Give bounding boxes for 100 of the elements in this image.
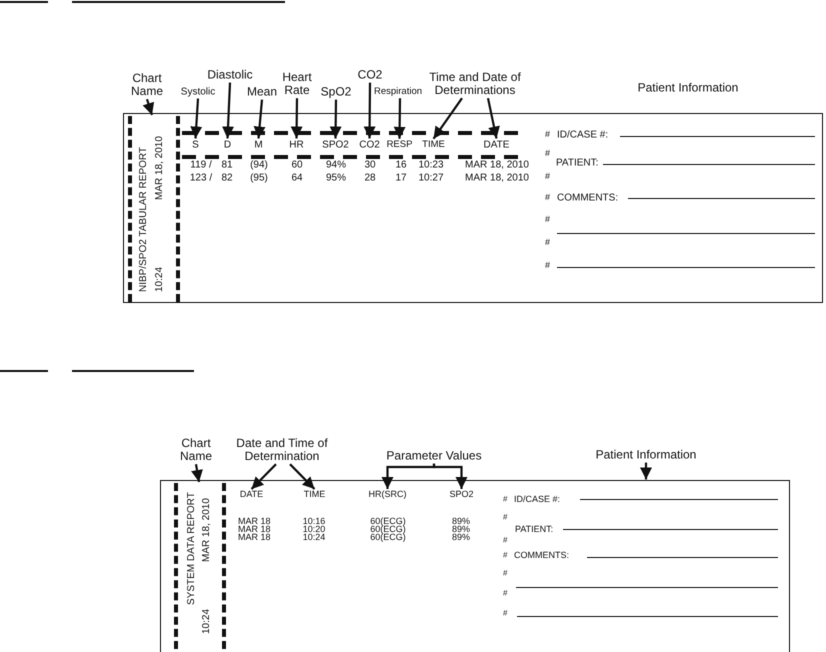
- arrow: [330, 100, 342, 139]
- callout-label: Time and Date of Determinations: [420, 70, 530, 98]
- callout-label: Date and Time of Determination: [217, 436, 347, 464]
- callout-label: Respiration: [374, 86, 422, 98]
- table-cell-text: 10:16: [302, 517, 326, 526]
- table-cell: 123 /: [190, 172, 212, 184]
- field-label: PATIENT:: [515, 525, 554, 535]
- table-cell: MAR 18, 2010: [465, 172, 529, 184]
- arrow: [250, 463, 277, 490]
- arrow: [190, 98, 202, 139]
- hash-mark: #: [545, 130, 550, 140]
- callout-label: Chart Name: [127, 72, 167, 98]
- table-cell: (94): [250, 160, 268, 170]
- arrow: [432, 98, 463, 140]
- arrow: [640, 462, 652, 480]
- field-label: PATIENT:: [556, 158, 598, 168]
- table-cell: MAR 18, 2010: [465, 160, 529, 170]
- column-header: SPO2: [450, 490, 474, 500]
- hash-mark: #: [503, 590, 508, 598]
- table-cell: 60: [291, 160, 303, 170]
- table-cell: 81: [221, 160, 233, 170]
- table-cell: MAR 18: [238, 533, 271, 543]
- table-cell: (95): [250, 172, 268, 184]
- chart-date-time: MAR 18, 2010: [200, 498, 212, 562]
- hash-mark: #: [545, 238, 550, 248]
- chart-date-time: MAR 18, 2010: [154, 136, 164, 200]
- column-header: RESP: [386, 139, 412, 150]
- field-label: ID/CASE #:: [514, 495, 560, 505]
- hash-mark: #: [545, 149, 550, 159]
- table-cell-text: 60(ECG): [370, 525, 406, 534]
- table-cell: 82: [221, 172, 233, 184]
- table-cell-text: 89%: [452, 525, 470, 534]
- arrow: [290, 98, 303, 139]
- arrow: [486, 98, 500, 139]
- callout-label: CO2: [358, 68, 382, 82]
- column-header: HR: [289, 139, 304, 150]
- callout-label: SpO2: [320, 85, 352, 99]
- column-header: D: [224, 139, 232, 150]
- column-header: DATE: [240, 490, 264, 500]
- callout-label: Patient Information: [596, 448, 696, 462]
- chart-name-strip: [174, 482, 226, 648]
- table-cell: 89%: [452, 533, 470, 543]
- arrow: [364, 82, 376, 139]
- field-label: COMMENTS:: [514, 551, 569, 561]
- column-header: SPO2: [322, 139, 349, 150]
- column-header: TIME: [304, 490, 326, 500]
- table-cell-text: 89%: [452, 517, 470, 526]
- callout-label: Systolic: [180, 86, 216, 98]
- hash-mark: #: [545, 261, 550, 271]
- table-cell: 60(ECG): [370, 533, 406, 543]
- table-cell: 10:27: [418, 172, 444, 184]
- arrow: [142, 98, 154, 116]
- arrow: [394, 98, 406, 139]
- hash-mark: #: [503, 570, 508, 578]
- chart-date-time: 10:24: [154, 266, 164, 292]
- table-cell-text: 10:20: [302, 525, 326, 534]
- table-cell-text: MAR 18: [238, 525, 271, 534]
- arrow: [382, 464, 436, 490]
- callout-label: Chart Name: [176, 436, 216, 464]
- chart-name: NIBP/SPO2 TABULAR REPORT: [138, 146, 148, 292]
- table-cell: 10:23: [418, 160, 444, 170]
- table-cell: 28: [364, 172, 376, 184]
- hash-mark: #: [545, 172, 550, 182]
- table-cell: 30: [364, 160, 376, 170]
- field-label: COMMENTS:: [557, 192, 618, 204]
- callout-label: Diastolic: [207, 68, 253, 82]
- table-cell-text: MAR 18: [238, 517, 271, 526]
- hash-mark: #: [545, 193, 550, 203]
- chart-date-time: 10:24: [200, 608, 212, 634]
- column-header: CO2: [359, 139, 380, 150]
- section-label: Patient Information: [638, 81, 738, 95]
- report-panel: [160, 480, 790, 652]
- table-cell: 95%: [326, 172, 346, 184]
- column-header: S: [192, 139, 199, 150]
- hash-mark: #: [503, 514, 508, 522]
- arrow: [222, 82, 234, 139]
- chart-name: SYSTEM DATA REPORT: [186, 492, 196, 604]
- hash-mark: #: [503, 610, 508, 618]
- arrow: [289, 463, 316, 490]
- hash-mark: #: [503, 536, 508, 546]
- arrow: [254, 100, 266, 139]
- report-panel: [123, 113, 823, 303]
- column-header: M: [254, 139, 263, 150]
- table-cell: 119 /: [190, 160, 212, 170]
- column-header: TIME: [422, 139, 445, 150]
- table-cell: 16: [395, 160, 407, 170]
- field-label: ID/CASE #:: [557, 130, 608, 140]
- hash-mark: #: [503, 552, 508, 560]
- hash-mark: #: [503, 496, 508, 504]
- table-cell-text: 60(ECG): [370, 517, 406, 526]
- callout-label: Parameter Values: [386, 449, 482, 463]
- table-cell: 17: [395, 172, 407, 184]
- callout-label: Mean: [246, 85, 278, 99]
- arrow: [191, 464, 203, 482]
- column-header: HR(SRC): [368, 490, 406, 500]
- table-cell: 64: [291, 172, 303, 184]
- arrow: [432, 464, 468, 490]
- callout-label: Heart Rate: [279, 70, 315, 98]
- hash-mark: #: [545, 215, 550, 225]
- column-header: DATE: [484, 139, 510, 150]
